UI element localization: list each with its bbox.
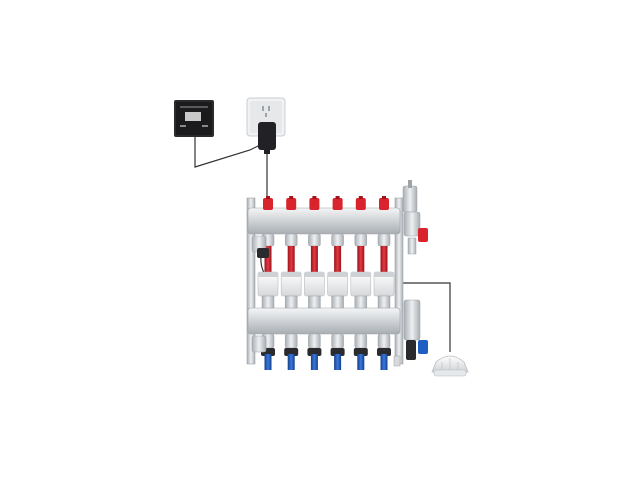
return-tube bbox=[310, 354, 318, 370]
left-bracket bbox=[246, 197, 256, 365]
flow-meter-tube bbox=[334, 246, 342, 272]
return-tube bbox=[264, 354, 272, 370]
supply-cap-top bbox=[312, 196, 317, 199]
supply-fitting bbox=[331, 233, 344, 247]
actuator-top bbox=[374, 272, 394, 277]
return-tube bbox=[357, 354, 365, 370]
supply-cap-top bbox=[382, 196, 386, 199]
supply-fitting bbox=[308, 233, 321, 247]
return-tube bbox=[380, 354, 388, 370]
return-fitting bbox=[354, 333, 368, 349]
sensor-dome-icon bbox=[431, 355, 469, 377]
actuator-top bbox=[304, 272, 325, 277]
actuator-base bbox=[308, 295, 321, 309]
actuator-base bbox=[261, 295, 275, 309]
supply-cap bbox=[355, 198, 366, 210]
supply-fitting bbox=[377, 233, 391, 247]
power-adapter-icon bbox=[258, 122, 276, 154]
return-tube bbox=[287, 354, 295, 370]
supply-bar bbox=[247, 207, 401, 235]
return-inlet-fitting bbox=[251, 335, 267, 353]
supply-cap-top bbox=[266, 196, 270, 199]
air-vent-assembly bbox=[402, 180, 428, 255]
sensor-cable bbox=[400, 282, 451, 352]
return-vent-assembly bbox=[393, 299, 428, 367]
supply-cap bbox=[309, 198, 320, 210]
actuator-top bbox=[258, 272, 278, 277]
supply-cap bbox=[379, 198, 389, 210]
actuator-base bbox=[354, 295, 368, 309]
actuator-top bbox=[327, 272, 348, 277]
actuator-top bbox=[350, 272, 371, 277]
thermostat-icon bbox=[174, 100, 214, 137]
supply-cap bbox=[286, 198, 297, 210]
flow-meter-tube bbox=[380, 246, 388, 272]
flow-meter-tube bbox=[264, 246, 272, 272]
flow-meter-tube bbox=[357, 246, 365, 272]
return-fitting bbox=[308, 333, 321, 349]
return-fitting bbox=[331, 333, 344, 349]
actuator-top bbox=[281, 272, 302, 277]
supply-inlet-valve bbox=[257, 248, 269, 258]
manifold-icon bbox=[246, 180, 428, 370]
flow-meter-tube bbox=[310, 246, 318, 272]
supply-fitting bbox=[284, 233, 298, 247]
return-fitting bbox=[284, 333, 298, 349]
supply-cap bbox=[263, 198, 273, 210]
return-tube bbox=[334, 354, 342, 370]
supply-cap-top bbox=[358, 196, 363, 199]
thermostat-cable bbox=[194, 137, 263, 168]
actuator-base bbox=[331, 295, 344, 309]
actuator-base bbox=[377, 295, 391, 309]
return-fitting bbox=[377, 333, 391, 349]
supply-fitting bbox=[354, 233, 368, 247]
return-bar bbox=[247, 307, 401, 335]
actuator-base bbox=[284, 295, 298, 309]
supply-cap bbox=[332, 198, 343, 210]
supply-cap-top bbox=[289, 196, 294, 199]
flow-meter-tube bbox=[287, 246, 295, 272]
supply-cap-top bbox=[335, 196, 340, 199]
